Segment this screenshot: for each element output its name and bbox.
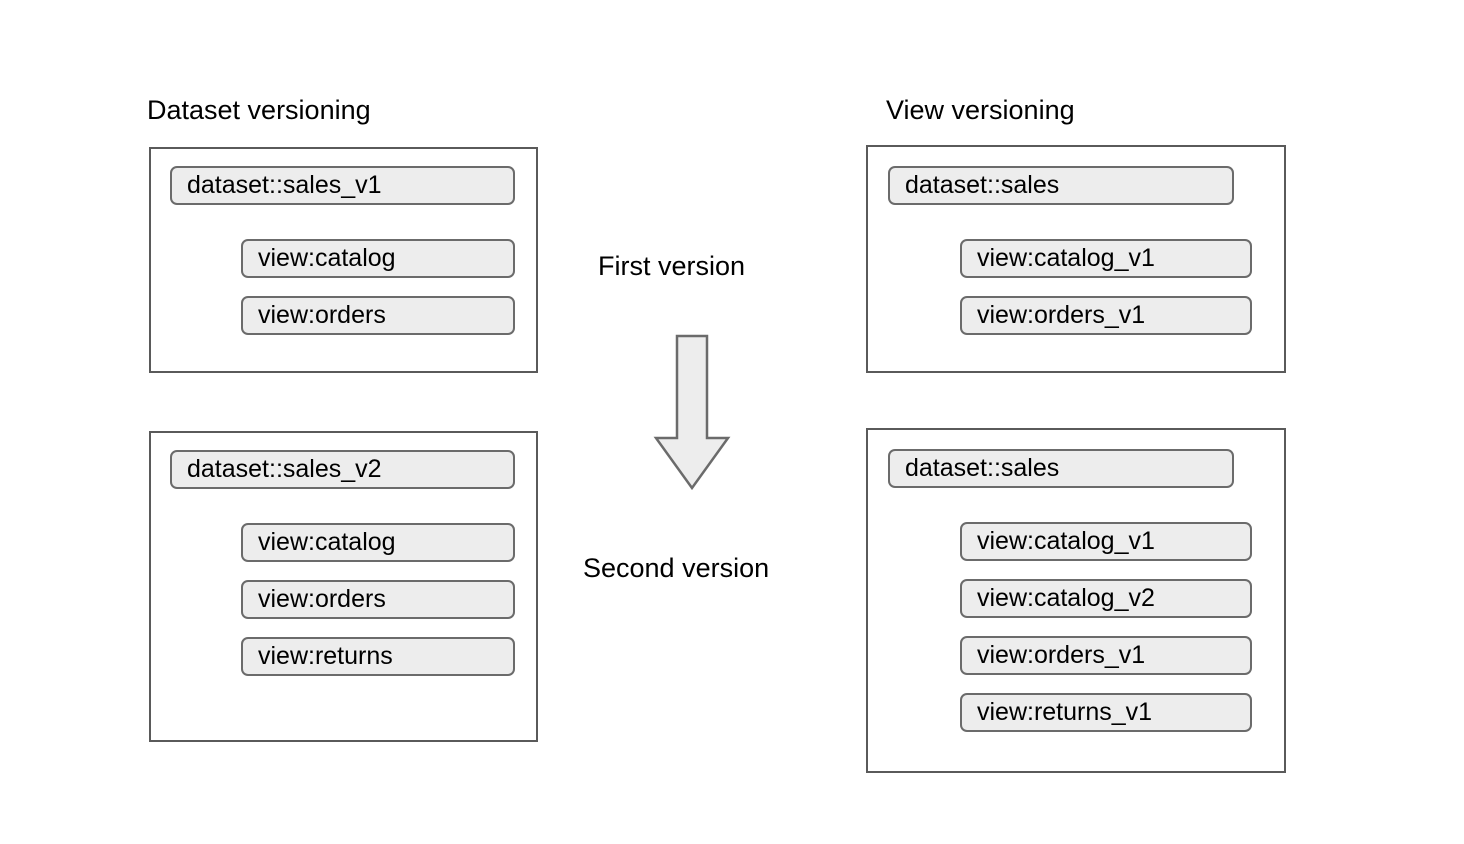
dataset-group-panel-right-1: dataset::sales view:catalog_v1 view:orde… (866, 145, 1286, 373)
view-node-label: view:orders (258, 301, 386, 329)
dataset-node-left-1[interactable]: dataset::sales_v1 (170, 166, 515, 205)
view-node-right-2-2[interactable]: view:orders_v1 (960, 636, 1252, 675)
dataset-node-right-1[interactable]: dataset::sales (888, 166, 1234, 205)
view-node-left-2-0[interactable]: view:catalog (241, 523, 515, 562)
view-node-label: view:catalog_v1 (977, 244, 1155, 272)
view-node-right-2-0[interactable]: view:catalog_v1 (960, 522, 1252, 561)
view-node-label: view:returns_v1 (977, 698, 1153, 726)
view-node-right-2-3[interactable]: view:returns_v1 (960, 693, 1252, 732)
dataset-node-right-2[interactable]: dataset::sales (888, 449, 1234, 488)
right-column-heading: View versioning (886, 95, 1075, 125)
dataset-node-label: dataset::sales_v2 (187, 455, 382, 483)
view-node-right-1-0[interactable]: view:catalog_v1 (960, 239, 1252, 278)
view-node-label: view:catalog_v1 (977, 527, 1155, 555)
dataset-group-panel-left-2: dataset::sales_v2 view:catalog view:orde… (149, 431, 538, 742)
view-node-right-2-1[interactable]: view:catalog_v2 (960, 579, 1252, 618)
view-node-label: view:catalog (258, 244, 396, 272)
view-node-label: view:returns (258, 642, 393, 670)
view-node-label: view:catalog_v2 (977, 584, 1155, 612)
view-node-label: view:orders_v1 (977, 301, 1146, 329)
view-node-label: view:orders (258, 585, 386, 613)
dataset-node-label: dataset::sales (905, 171, 1060, 199)
dataset-node-left-2[interactable]: dataset::sales_v2 (170, 450, 515, 489)
dataset-node-label: dataset::sales_v1 (187, 171, 382, 199)
second-version-label: Second version (583, 553, 770, 583)
dataset-group-panel-left-1: dataset::sales_v1 view:catalog view:orde… (149, 147, 538, 373)
dataset-node-label: dataset::sales (905, 454, 1060, 482)
dataset-group-panel-right-2: dataset::sales view:catalog_v1 view:cata… (866, 428, 1286, 773)
view-node-right-1-1[interactable]: view:orders_v1 (960, 296, 1252, 335)
left-column-heading: Dataset versioning (147, 95, 371, 125)
view-node-left-2-2[interactable]: view:returns (241, 637, 515, 676)
view-node-label: view:orders_v1 (977, 641, 1146, 669)
view-node-label: view:catalog (258, 528, 396, 556)
first-version-label: First version (598, 251, 746, 281)
view-node-left-2-1[interactable]: view:orders (241, 580, 515, 619)
view-node-left-1-1[interactable]: view:orders (241, 296, 515, 335)
view-node-left-1-0[interactable]: view:catalog (241, 239, 515, 278)
arrow-down-icon (653, 334, 731, 491)
